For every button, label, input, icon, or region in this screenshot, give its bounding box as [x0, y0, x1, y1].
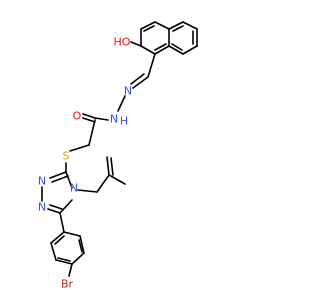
- bond: [106, 156, 110, 176]
- bond: [49, 171, 67, 179]
- bond: [94, 117, 109, 121]
- bond: [49, 204, 63, 210]
- bond: [168, 21, 184, 30]
- bonds: [41, 21, 198, 277]
- bond: [182, 45, 198, 55]
- atom-label-o-carbonyl: O: [73, 110, 82, 123]
- atom-label-h: H: [120, 115, 128, 128]
- bond: [108, 174, 126, 185]
- bond: [59, 199, 73, 214]
- bond: [54, 235, 65, 245]
- bond: [117, 95, 126, 112]
- bond: [65, 171, 73, 189]
- bond: [79, 235, 85, 254]
- atom-label-n-triazole-top: N: [38, 175, 46, 188]
- bond: [50, 242, 57, 261]
- bond: [171, 43, 183, 51]
- bond: [130, 41, 142, 47]
- atom-label-n-triazole-4: N: [70, 182, 78, 195]
- atom-label-n-triazole-bottom: N: [38, 201, 46, 214]
- bond: [140, 45, 156, 55]
- bond: [147, 53, 156, 78]
- bond: [59, 212, 65, 233]
- bond: [140, 21, 156, 30]
- bond: [130, 73, 145, 85]
- bond: [77, 189, 98, 193]
- bond: [154, 21, 170, 30]
- bond: [110, 157, 114, 176]
- bond: [57, 257, 71, 262]
- bond: [71, 252, 85, 265]
- molecule-structure: HO O N N H S N N N Br: [38, 21, 198, 291]
- bond: [143, 25, 155, 32]
- bond: [63, 231, 81, 237]
- atom-label-br: Br: [61, 278, 74, 291]
- atom-label-n-imine: N: [124, 85, 132, 98]
- bond: [68, 263, 73, 277]
- atom-label-s: S: [63, 150, 70, 163]
- atom-label-nh: N: [110, 113, 118, 126]
- bond: [154, 43, 167, 51]
- bond: [50, 231, 65, 244]
- bond: [78, 239, 83, 253]
- bond: [154, 45, 170, 55]
- bond: [96, 174, 110, 193]
- atom-labels: HO O N N H S N N N Br: [38, 36, 132, 291]
- bond: [88, 119, 96, 146]
- bond: [168, 45, 184, 55]
- bond: [132, 76, 149, 89]
- bond: [182, 21, 198, 30]
- bond: [51, 175, 69, 183]
- atom-label-oh: HO: [114, 36, 131, 49]
- bond: [172, 25, 184, 32]
- bond: [55, 259, 73, 265]
- bond: [69, 144, 90, 152]
- bond: [82, 117, 96, 123]
- bond: [47, 208, 61, 214]
- bond: [82, 113, 96, 119]
